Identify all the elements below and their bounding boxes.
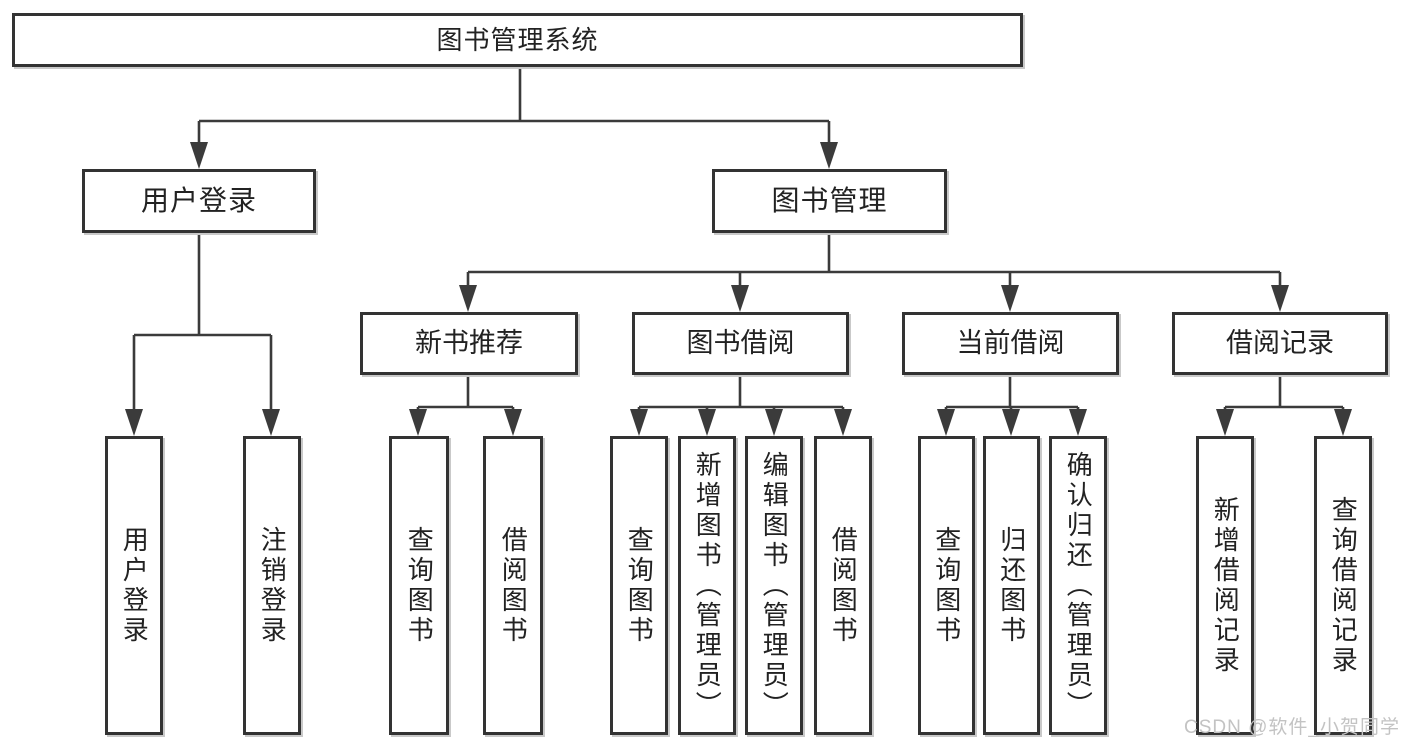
leaf-return-books: 归还图书 [983,436,1040,735]
leaf-borrow-books: 借阅图书 [814,436,872,735]
leaf-query-borrow-record: 查询借阅记录 [1314,436,1372,735]
node-new-book-recommendation: 新书推荐 [360,312,578,375]
node-current-borrowing: 当前借阅 [902,312,1119,375]
leaf-borrow-books-recommend: 借阅图书 [483,436,543,735]
leaf-add-book-admin: 新增图书（管理员） [678,436,736,735]
leaf-query-books-current: 查询图书 [918,436,975,735]
leaf-add-borrow-record: 新增借阅记录 [1196,436,1254,735]
leaf-edit-book-admin: 编辑图书（管理员） [745,436,803,735]
node-library-system-root: 图书管理系统 [12,13,1023,67]
watermark: CSDN @软件_小贺同学 [1184,717,1400,738]
leaf-logout: 注销登录 [243,436,301,735]
node-book-management: 图书管理 [712,169,947,233]
leaf-query-books-borrowing: 查询图书 [610,436,668,735]
leaf-confirm-return-admin: 确认归还（管理员） [1049,436,1107,735]
leaf-user-login: 用户登录 [105,436,163,735]
node-book-borrowing: 图书借阅 [632,312,849,375]
node-user-login: 用户登录 [82,169,316,233]
node-borrowing-records: 借阅记录 [1172,312,1388,375]
leaf-query-books-recommend: 查询图书 [389,436,449,735]
